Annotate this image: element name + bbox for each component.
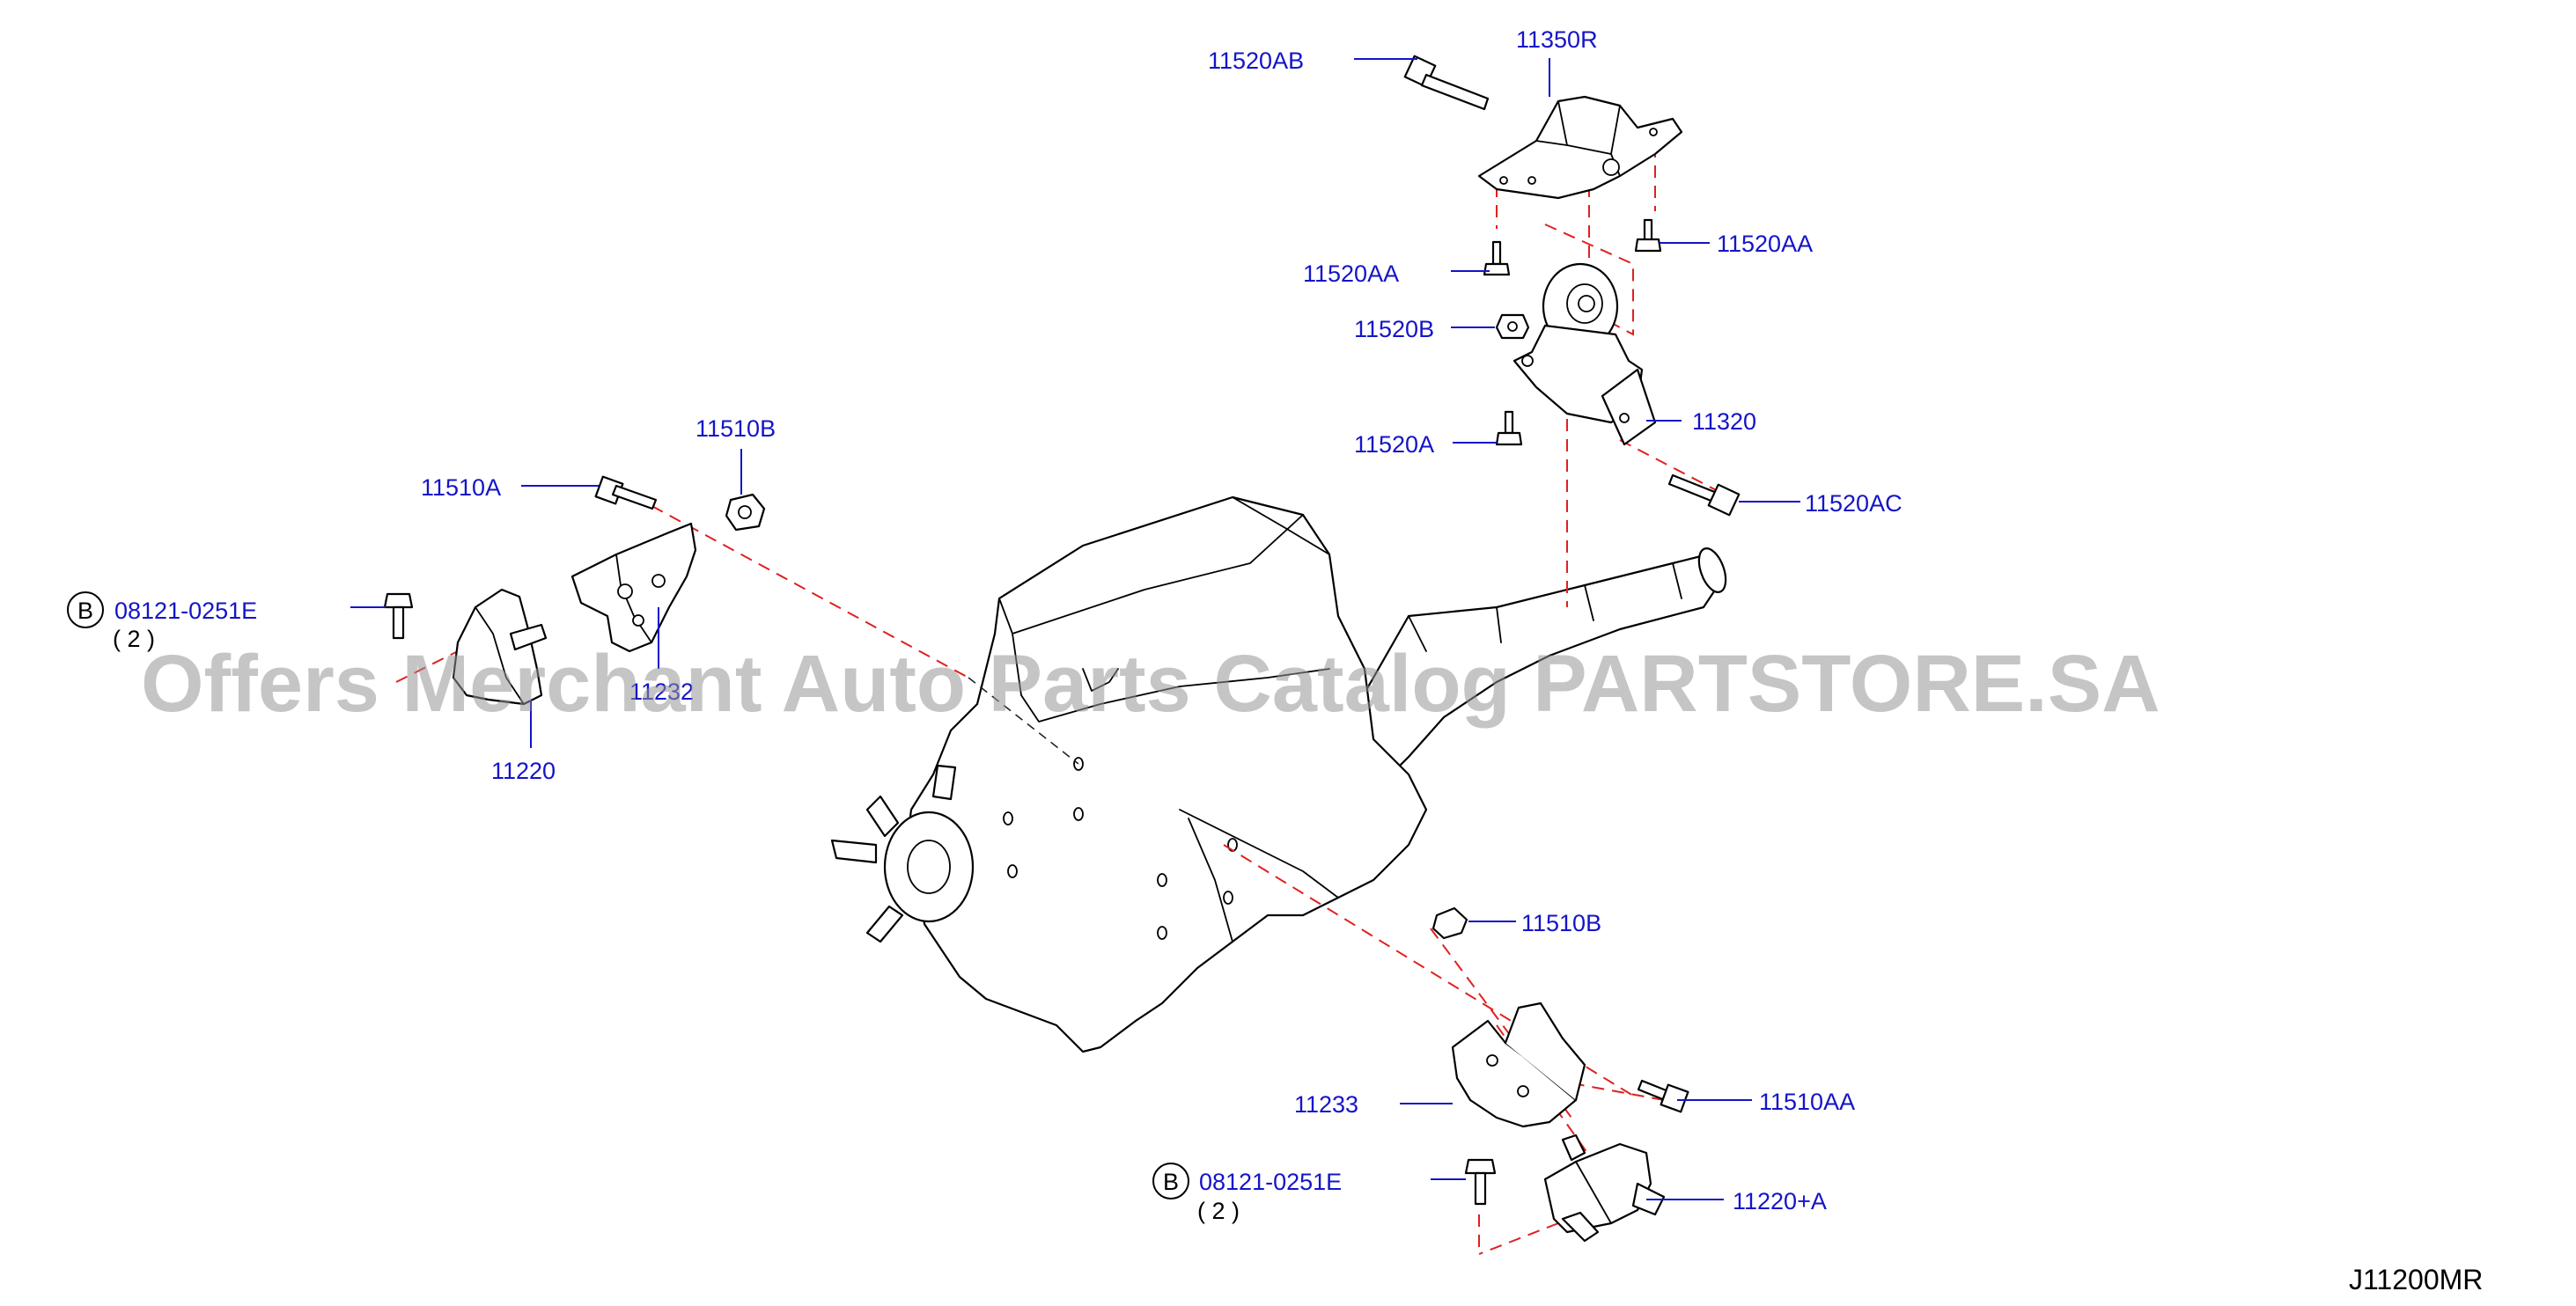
quantity-top: ( 2 ) — [113, 626, 155, 652]
rear-mount-bracket-11350R[interactable] — [1477, 95, 1683, 200]
bracket-11232[interactable] — [570, 522, 697, 653]
bracket-11233[interactable] — [1451, 1002, 1586, 1128]
nut-11520B[interactable] — [1495, 313, 1530, 340]
bolt-11520AC[interactable] — [1667, 473, 1741, 517]
label-11510AA[interactable]: 11510AA — [1759, 1089, 1855, 1115]
label-11350R[interactable]: 11350R — [1516, 26, 1598, 53]
bolt-11520AA-left[interactable] — [1483, 240, 1511, 276]
label-11520A[interactable]: 11520A — [1354, 431, 1434, 458]
label-11510A[interactable]: 11510A — [421, 474, 501, 501]
insulator-11220[interactable] — [452, 588, 548, 706]
nut-11510B-top[interactable] — [725, 493, 766, 532]
badge-b-top: B — [67, 591, 104, 628]
badge-b-bottom: B — [1152, 1163, 1189, 1200]
badge-b-bottom-letter: B — [1163, 1169, 1179, 1195]
label-11520AC[interactable]: 11520AC — [1805, 490, 1903, 517]
label-11510B-top[interactable]: 11510B — [696, 415, 776, 442]
diagram-code: J11200MR — [2349, 1264, 2483, 1295]
label-11520AA-left[interactable]: 11520AA — [1303, 260, 1399, 287]
label-11520B[interactable]: 11520B — [1354, 316, 1434, 342]
bolt-11510AA[interactable] — [1637, 1079, 1689, 1113]
label-11520AA-right[interactable]: 11520AA — [1717, 231, 1813, 257]
quantity-bottom: ( 2 ) — [1197, 1198, 1240, 1224]
label-11220[interactable]: 11220 — [491, 758, 556, 784]
watermark: Offers Merchant Auto Parts Catalog PARTS… — [141, 639, 2160, 729]
bolt-11520A[interactable] — [1495, 410, 1523, 446]
part-labels: 11520AB 11350R 11520AA 11520AA 11520B 11… — [113, 26, 1903, 1224]
bolt-08121-0251E-top[interactable] — [383, 592, 414, 640]
bolt-11520AB[interactable] — [1403, 55, 1490, 111]
label-11233[interactable]: 11233 — [1294, 1091, 1358, 1118]
bolt-11510A[interactable] — [594, 475, 658, 510]
bolt-08121-0251E-bottom[interactable] — [1464, 1158, 1497, 1206]
insulator-11220A[interactable] — [1543, 1134, 1666, 1243]
label-11232[interactable]: 11232 — [629, 679, 694, 705]
label-11520AB[interactable]: 11520AB — [1208, 48, 1304, 74]
nut-11510B-bottom[interactable] — [1432, 906, 1468, 940]
label-08121-0251E-bottom[interactable]: 08121-0251E — [1199, 1169, 1342, 1195]
leader-lines — [350, 58, 1800, 1200]
label-11220A[interactable]: 11220+A — [1733, 1188, 1827, 1214]
badge-b-top-letter: B — [77, 598, 93, 624]
insulator-mount-11320[interactable] — [1512, 262, 1657, 446]
bolt-11520AA-right[interactable] — [1634, 218, 1662, 253]
label-08121-0251E-top[interactable]: 08121-0251E — [114, 598, 257, 624]
label-11320[interactable]: 11320 — [1692, 408, 1756, 435]
engine-transmission-assembly — [830, 495, 1727, 1053]
label-11510B-bottom[interactable]: 11510B — [1521, 910, 1601, 936]
